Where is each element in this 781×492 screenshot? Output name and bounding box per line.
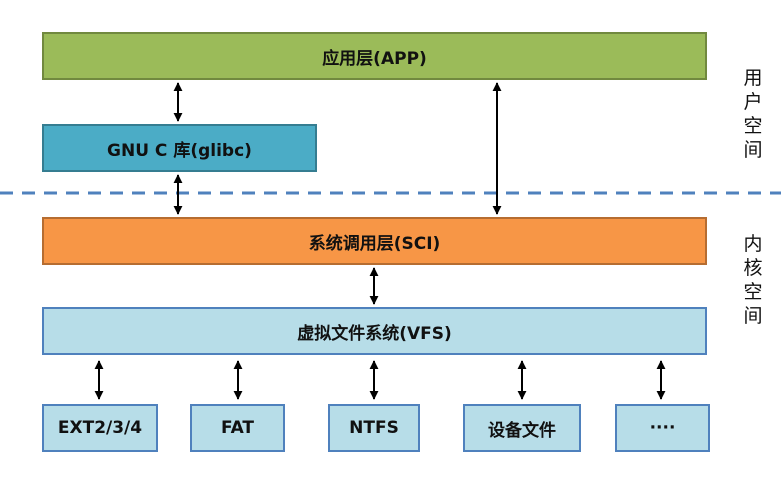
sci-layer-box: 系统调用层(SCI) [42, 217, 707, 265]
fs-label-ext: EXT2/3/4 [57, 418, 143, 438]
fs-box-more: ···· [615, 404, 710, 452]
fs-label-device: 设备文件 [488, 420, 556, 441]
app-layer-box: 应用层(APP) [42, 32, 707, 80]
glibc-layer-label: GNU C 库(glibc) [107, 140, 252, 161]
fs-label-fat: FAT [220, 418, 255, 438]
vfs-layer-box: 虚拟文件系统(VFS) [42, 307, 707, 355]
fs-box-fat: FAT [190, 404, 285, 452]
fs-box-ext: EXT2/3/4 [42, 404, 158, 452]
fs-label-ntfs: NTFS [349, 418, 399, 438]
user-space-label: 用 户 空 间 [743, 67, 763, 161]
fs-box-device: 设备文件 [463, 404, 581, 452]
glibc-layer-box: GNU C 库(glibc) [42, 124, 317, 172]
app-layer-label: 应用层(APP) [322, 48, 427, 69]
vfs-layer-label: 虚拟文件系统(VFS) [297, 323, 452, 344]
fs-label-more: ···· [649, 418, 676, 438]
sci-layer-label: 系统调用层(SCI) [308, 233, 441, 254]
fs-box-ntfs: NTFS [328, 404, 420, 452]
kernel-space-label: 内 核 空 间 [743, 233, 763, 327]
